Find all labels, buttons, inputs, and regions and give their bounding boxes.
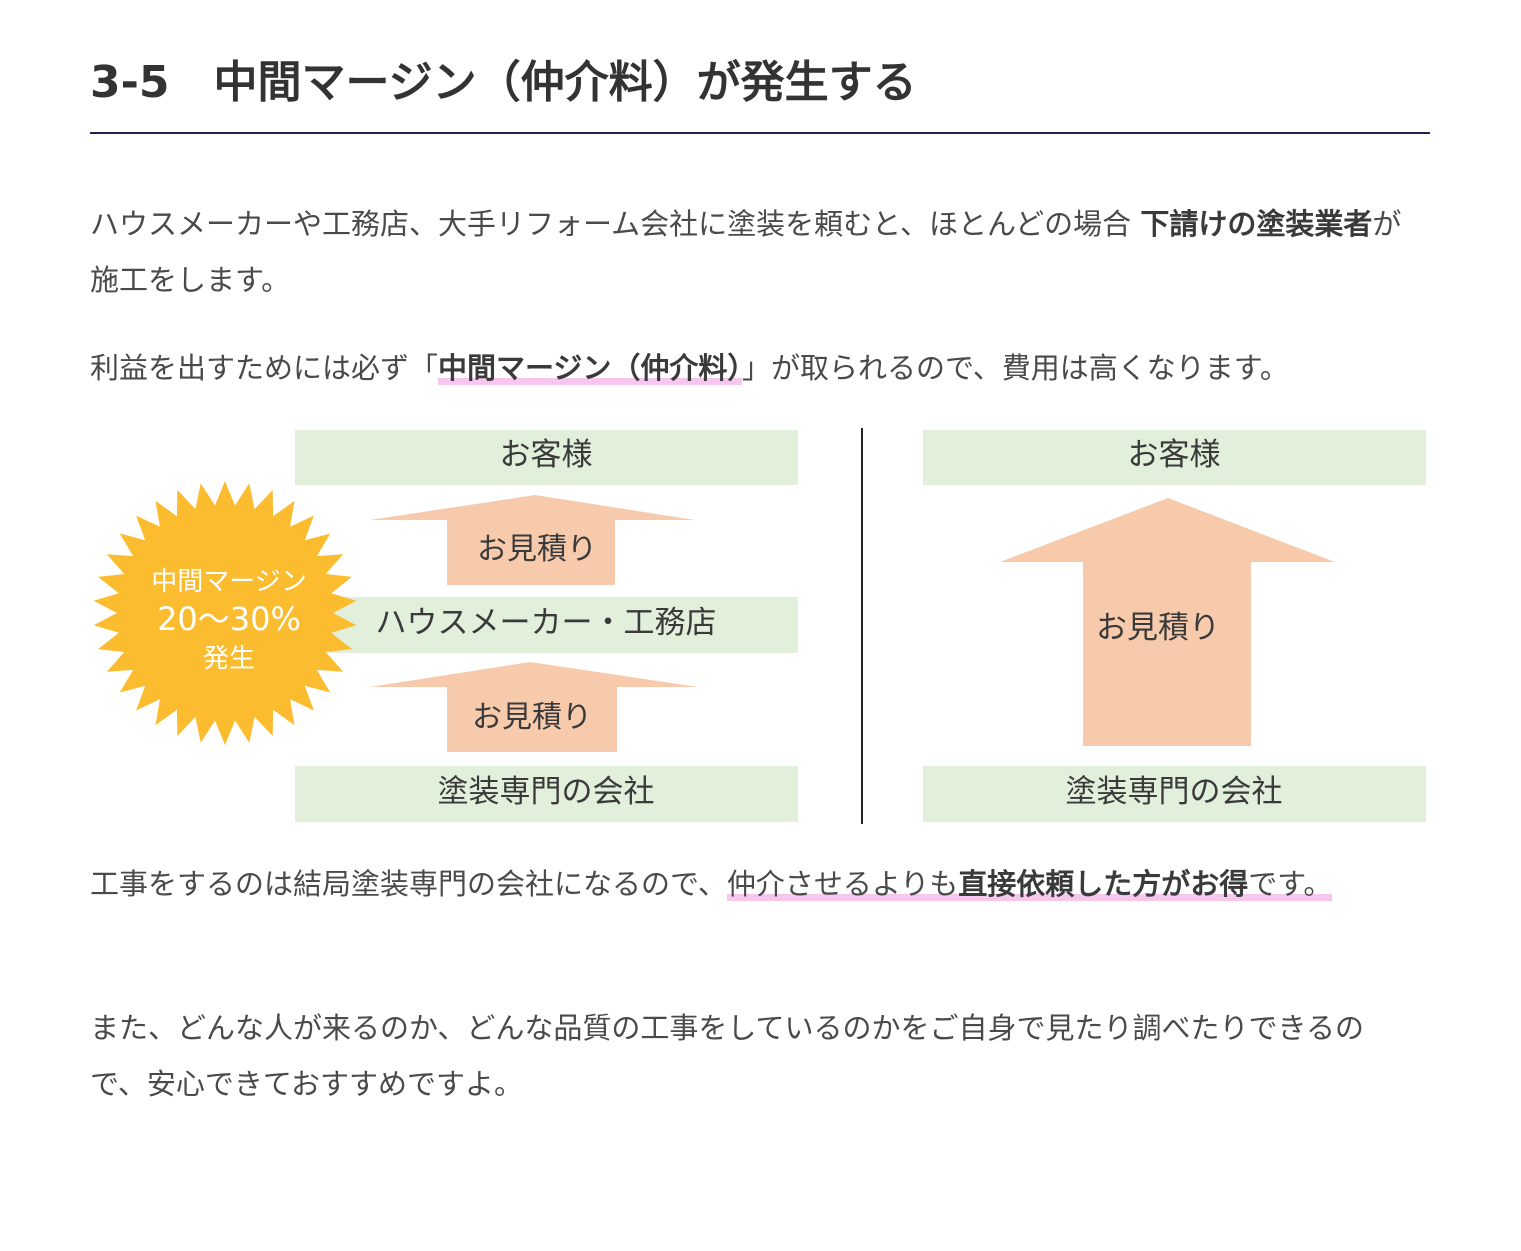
paragraph-text: また、どんな人が来るのか、どんな品質の工事をしているのかをご自身で見たり調べたり… [90, 1011, 1364, 1101]
left-estimate-label-upper: お見積り [477, 532, 597, 567]
left-customer-box [295, 430, 798, 485]
paragraph-text: 」が取られるので、費用は高くなります。 [741, 351, 1289, 385]
highlighted-bold-text: 中間マージン（仲介料） [438, 351, 742, 385]
section-title: 3-5 中間マージン（仲介料）が発生する [90, 50, 1430, 116]
paragraph-subcontract: ハウスメーカーや工務店、大手リフォーム会社に塗装を頼むと、ほとんどの場合 下請け… [90, 196, 1410, 308]
paragraph-text: ハウスメーカーや工務店、大手リフォーム会社に塗装を頼むと、ほとんどの場合 [90, 207, 1132, 241]
right-estimate-arrow [1000, 498, 1335, 746]
paragraph-reassurance: また、どんな人が来るのか、どんな品質の工事をしているのかをご自身で見たり調べたり… [90, 1000, 1410, 1112]
paragraph-text: が施工をします。 [90, 207, 1402, 297]
left-estimate-arrow-lower [370, 662, 698, 752]
bold-text: 下請けの塗装業者 [1140, 207, 1373, 241]
right-customer-label: お客様 [1128, 437, 1221, 473]
highlighted-text-part: 仲介させるよりも [726, 867, 959, 901]
right-painter-box [923, 766, 1426, 822]
highlighted-text-part: です。 [1248, 867, 1333, 901]
paragraph-text: 利益を出すためには必ず「 [90, 351, 439, 385]
middleman-box [295, 597, 798, 653]
left-estimate-label-lower: お見積り [472, 700, 592, 735]
burst-label-line3: 発生 [203, 644, 255, 674]
margin-diagram: お客様 お見積り ハウスメーカー・工務店 お見積り 塗装専門の会社 中間マージン… [90, 425, 1430, 827]
left-painter-box [295, 766, 798, 822]
right-estimate-label: お見積り [1096, 610, 1220, 646]
right-painter-label: 塗装専門の会社 [1066, 774, 1283, 810]
section-heading: 3-5 中間マージン（仲介料）が発生する [90, 50, 1430, 134]
highlighted-bold-text: 直接依頼した方がお得 [958, 867, 1249, 901]
paragraph-text: 工事をするのは結局塗装専門の会社になるので、 [90, 867, 727, 901]
middleman-label: ハウスメーカー・工務店 [376, 605, 717, 641]
margin-starburst-icon [93, 481, 357, 745]
left-painter-label: 塗装専門の会社 [438, 774, 655, 810]
burst-label-line2: 20～30% [157, 600, 301, 638]
margin-diagram-svg: お客様 お見積り ハウスメーカー・工務店 お見積り 塗装専門の会社 中間マージン… [93, 428, 1426, 824]
highlighted-text: 仲介させるよりも直接依頼した方がお得です。 [726, 867, 1333, 901]
section-title-text: 中間マージン（仲介料）が発生する [213, 57, 917, 108]
paragraph-direct-request: 工事をするのは結局塗装専門の会社になるので、仲介させるよりも直接依頼した方がお得… [90, 856, 1410, 912]
burst-label-line1: 中間マージン [151, 567, 306, 597]
left-estimate-arrow-upper [370, 495, 695, 585]
right-customer-box [923, 430, 1426, 485]
section-number: 3-5 [90, 57, 170, 108]
paragraph-margin: 利益を出すためには必ず「中間マージン（仲介料）」が取られるので、費用は高くなりま… [90, 340, 1410, 396]
left-customer-label: お客様 [500, 437, 593, 473]
